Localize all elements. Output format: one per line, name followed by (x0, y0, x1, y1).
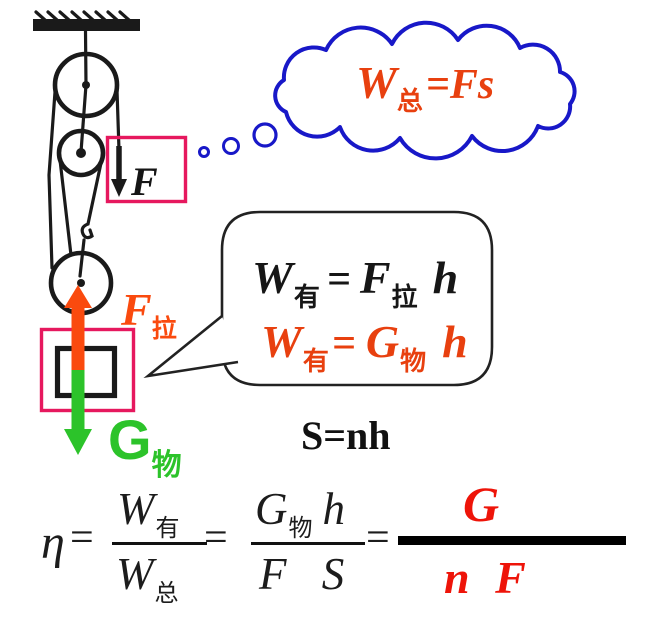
thought-dot-medium (222, 137, 240, 155)
weight-label-sub: 物 (151, 449, 182, 482)
speech-bubble-tail-fill (148, 316, 238, 376)
frac1-den-sub: 总 (154, 581, 179, 607)
ceiling-hatch (70, 10, 83, 22)
fixed-pulley-small (56, 128, 106, 178)
ceiling-hatch (82, 10, 95, 22)
rope-hook-tie (78, 238, 86, 278)
speech-bubble (143, 210, 494, 387)
highlight-box-load (39, 327, 136, 413)
uw2-G-sub: 物 (400, 347, 427, 376)
pull-force-arrow (64, 285, 92, 371)
ceiling-bar (33, 19, 140, 31)
ceiling-hatch (46, 10, 59, 22)
eta-symbol: η (41, 516, 65, 569)
frac1-bar (112, 542, 207, 545)
ceiling-hatch (94, 10, 107, 22)
pull-force-label: F拉 (121, 284, 177, 343)
equals-sign-3: = (366, 515, 390, 561)
total-work-rhs: =Fs (425, 62, 495, 108)
uw2-G: G (365, 316, 400, 367)
pull-force-label-base: F (121, 284, 152, 335)
frac1-denominator: W总 (116, 549, 179, 607)
pull-force-arrow-head (64, 285, 92, 308)
frac1-num-sub: 有 (155, 516, 180, 542)
pull-force-arrow-shaft (71, 306, 85, 371)
thought-dot-small (198, 146, 210, 158)
highlight-box-force (105, 135, 188, 204)
uw2-W: W (261, 316, 302, 367)
uw2-W-sub: 有 (302, 347, 329, 376)
rope-force-label: F (131, 159, 158, 204)
total-work-sub: 总 (396, 87, 423, 116)
ceiling-mount (33, 10, 140, 31)
frac2-num-G: G (255, 484, 288, 534)
uw1-F: F (359, 252, 391, 303)
pulley-axle-rod (79, 29, 88, 154)
rope-hook-strand (80, 161, 103, 240)
thought-dot-large (252, 122, 278, 148)
force-arrow-F-head (111, 179, 127, 197)
uw1-W-sub: 有 (293, 283, 320, 312)
uw2-h: h (442, 316, 468, 367)
weight-label-base: G (108, 408, 152, 471)
uw1-W: W (252, 252, 293, 303)
ceiling-hatch (58, 10, 71, 22)
equals-sign-1: = (70, 515, 94, 561)
weight-arrow-head (64, 429, 92, 455)
uw1-eq: = (326, 257, 351, 303)
frac3-denominator: n F (444, 552, 526, 603)
equals-sign-2: = (204, 515, 228, 561)
rope-left-strand (47, 90, 57, 270)
fixed-pulley-large-hub (82, 81, 90, 89)
rope-middle-strand (58, 158, 73, 257)
rope-free-end (115, 88, 121, 152)
total-work-W: W (356, 57, 397, 108)
total-work-formula: W总=Fs (356, 57, 495, 115)
movable-pulley-hub (77, 279, 85, 287)
frac1-num-W: W (117, 484, 155, 534)
ceiling-hatch (106, 10, 119, 22)
uw1-F-sub: 拉 (391, 283, 418, 312)
uw1-h: h (432, 252, 459, 303)
fixed-pulley-large (52, 51, 120, 119)
frac3-numerator: G (463, 476, 500, 532)
weight-arrow-shaft (71, 370, 85, 431)
frac1-numerator: W有 (117, 484, 180, 542)
uw2-eq: = (331, 321, 356, 367)
frac2-num-sub: 物 (288, 516, 313, 542)
fixed-pulley-small-hub (76, 148, 86, 158)
frac2-bar (251, 542, 365, 545)
frac2-denominator: F S (259, 549, 345, 599)
pull-force-label-sub: 拉 (151, 316, 177, 343)
force-arrow-F (111, 146, 127, 197)
speech-bubble-tail-outline (143, 314, 239, 379)
frac1-den-W: W (116, 549, 154, 599)
weight-arrow (64, 370, 92, 455)
ceiling-hatch (34, 10, 47, 22)
thought-cloud (273, 20, 577, 161)
frac3-bar (398, 536, 626, 545)
ceiling-hatch (118, 10, 131, 22)
speech-bubble-body (220, 210, 494, 387)
frac2-num-h: h (322, 484, 346, 534)
distance-equation: S=nh (301, 413, 391, 458)
weight-label: G物 (108, 412, 182, 481)
load-box (54, 345, 118, 399)
